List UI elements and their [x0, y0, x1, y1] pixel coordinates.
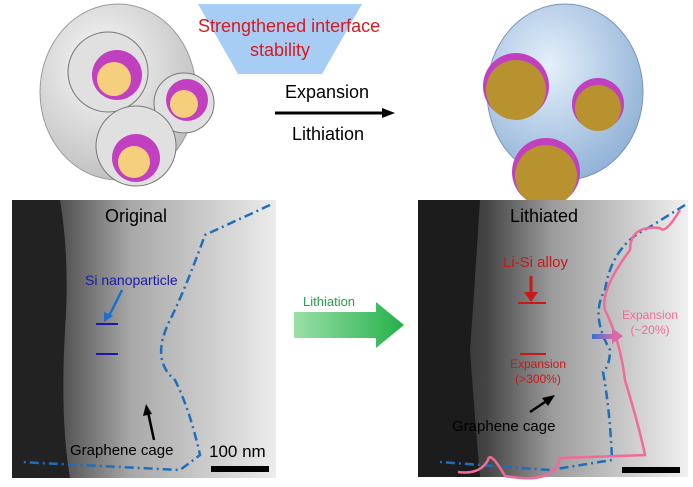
inner-expansion-label: Expansion (>300%): [503, 357, 573, 387]
expansion-label: Expansion: [285, 82, 370, 102]
lithiated-tem-image: [418, 200, 688, 480]
banner-text: Strengthened interface stability: [198, 14, 381, 62]
li-si-alloy-label: Li-Si alloy: [503, 254, 569, 271]
graphene-cage-label-right: Graphene cage: [452, 418, 556, 435]
banner-line-2: stability: [249, 40, 311, 60]
inner-expansion-line-1: Expansion: [509, 357, 567, 371]
graphene-cage-label-left: Graphene cage: [70, 442, 174, 459]
lithiated-outline: [457, 209, 682, 480]
original-outline: [19, 203, 271, 472]
original-capsule-illustration: [39, 3, 215, 187]
scale-bar: [211, 466, 269, 472]
inner-expansion-line-2: (>300%): [515, 372, 561, 386]
lithiation-arrow: [294, 302, 404, 348]
si-nanoparticle-label: Si nanoparticle: [85, 272, 178, 288]
outer-expansion-line-2: (~20%): [630, 323, 670, 337]
banner-trapezoid: [198, 4, 362, 74]
original-title: Original: [105, 206, 168, 226]
lithiation-label: Lithiation: [292, 124, 365, 144]
original-tem-image: [12, 200, 276, 478]
lithiation-arrow-label: Lithiation: [303, 294, 356, 309]
lithiated-capsule-illustration: [483, 3, 644, 207]
banner-line-1: Strengthened interface: [198, 16, 381, 36]
scale-label: 100 nm: [209, 442, 266, 461]
outer-expansion-label: Expansion (~20%): [614, 308, 686, 338]
outer-expansion-line-1: Expansion: [621, 308, 679, 322]
lithiated-title: Lithiated: [510, 206, 579, 226]
